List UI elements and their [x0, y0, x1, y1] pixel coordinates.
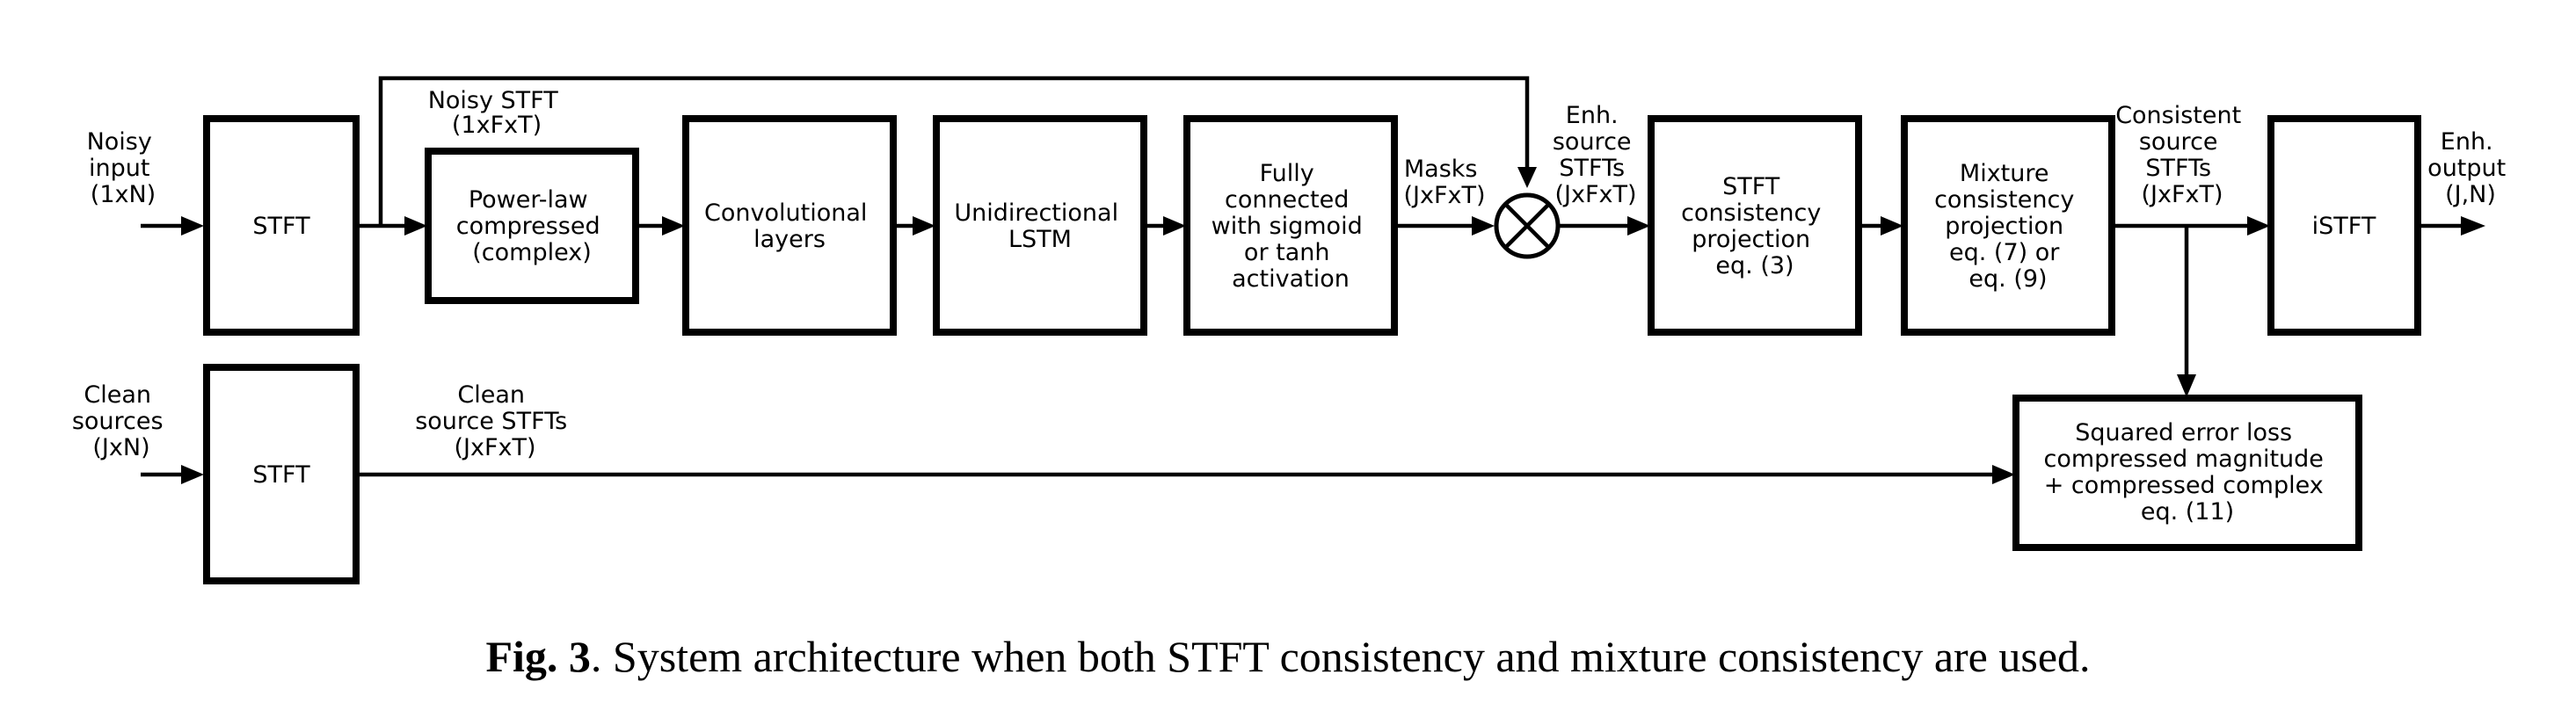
block-label: STFT	[252, 461, 310, 489]
block-label: Power-law compressed (complex)	[456, 186, 608, 266]
arrowhead	[404, 216, 427, 236]
block-mixture-consistency: Mixture consistency projection eq. (7) o…	[1901, 115, 2115, 336]
arrowhead	[2247, 216, 2270, 236]
label-enh-output: Enh. output (J,N)	[2427, 128, 2514, 208]
block-label: Unidirectional LSTM	[954, 199, 1125, 253]
label-noisy-input: Noisy input (1xN)	[87, 128, 160, 208]
block-label: STFT	[252, 213, 310, 240]
label-consistent-source-stfts: Consistent source STFTs (JxFxT)	[2115, 102, 2249, 208]
block-convolutional: Convolutional layers	[682, 115, 897, 336]
block-label: STFT consistency projection eq. (3)	[1681, 173, 1829, 279]
arrowhead	[2177, 374, 2196, 397]
block-label: Squared error loss compressed magnitude …	[2043, 419, 2331, 526]
block-label: Convolutional layers	[704, 199, 875, 253]
arrowhead	[181, 465, 204, 484]
block-label: Mixture consistency projection eq. (7) o…	[1934, 160, 2082, 293]
block-fully-connected: Fully connected with sigmoid or tanh act…	[1183, 115, 1398, 336]
block-lstm: Unidirectional LSTM	[933, 115, 1147, 336]
label-enh-source-stfts: Enh. source STFTs (JxFxT)	[1553, 102, 1639, 208]
block-loss: Squared error loss compressed magnitude …	[2012, 395, 2362, 551]
arrowhead	[1992, 465, 2015, 484]
label-noisy-stft: Noisy STFT (1xFxT)	[428, 87, 566, 139]
block-label: Fully connected with sigmoid or tanh act…	[1212, 160, 1371, 293]
label-masks: Masks (JxFxT)	[1403, 156, 1485, 209]
arrowhead	[181, 216, 204, 236]
block-label: iSTFT	[2312, 213, 2376, 240]
block-stft-consistency: STFT consistency projection eq. (3)	[1648, 115, 1862, 336]
arrowhead	[2461, 216, 2485, 236]
arrowhead	[913, 216, 935, 236]
block-stft-top: STFT	[203, 115, 360, 336]
label-clean-sources: Clean sources (JxN)	[72, 381, 171, 461]
caption-text: . System architecture when both STFT con…	[590, 632, 2091, 681]
arrowhead	[1627, 216, 1650, 236]
arrowhead	[1517, 167, 1537, 188]
connections	[141, 76, 2485, 484]
block-power-law: Power-law compressed (complex)	[425, 148, 639, 304]
label-clean-source-stfts: Clean source STFTs (JxFxT)	[415, 381, 575, 461]
wire-skip-noisy-stft	[378, 76, 1530, 226]
arrowhead	[1472, 216, 1495, 236]
block-stft-bottom: STFT	[203, 364, 360, 584]
block-istft: iSTFT	[2267, 115, 2421, 336]
arrowhead	[1163, 216, 1186, 236]
figure-number: Fig. 3	[485, 632, 591, 681]
arrowhead	[1881, 216, 1903, 236]
multiply-node	[1494, 192, 1561, 259]
figure-caption: Fig. 3. System architecture when both ST…	[0, 631, 2576, 682]
arrowhead	[662, 216, 685, 236]
